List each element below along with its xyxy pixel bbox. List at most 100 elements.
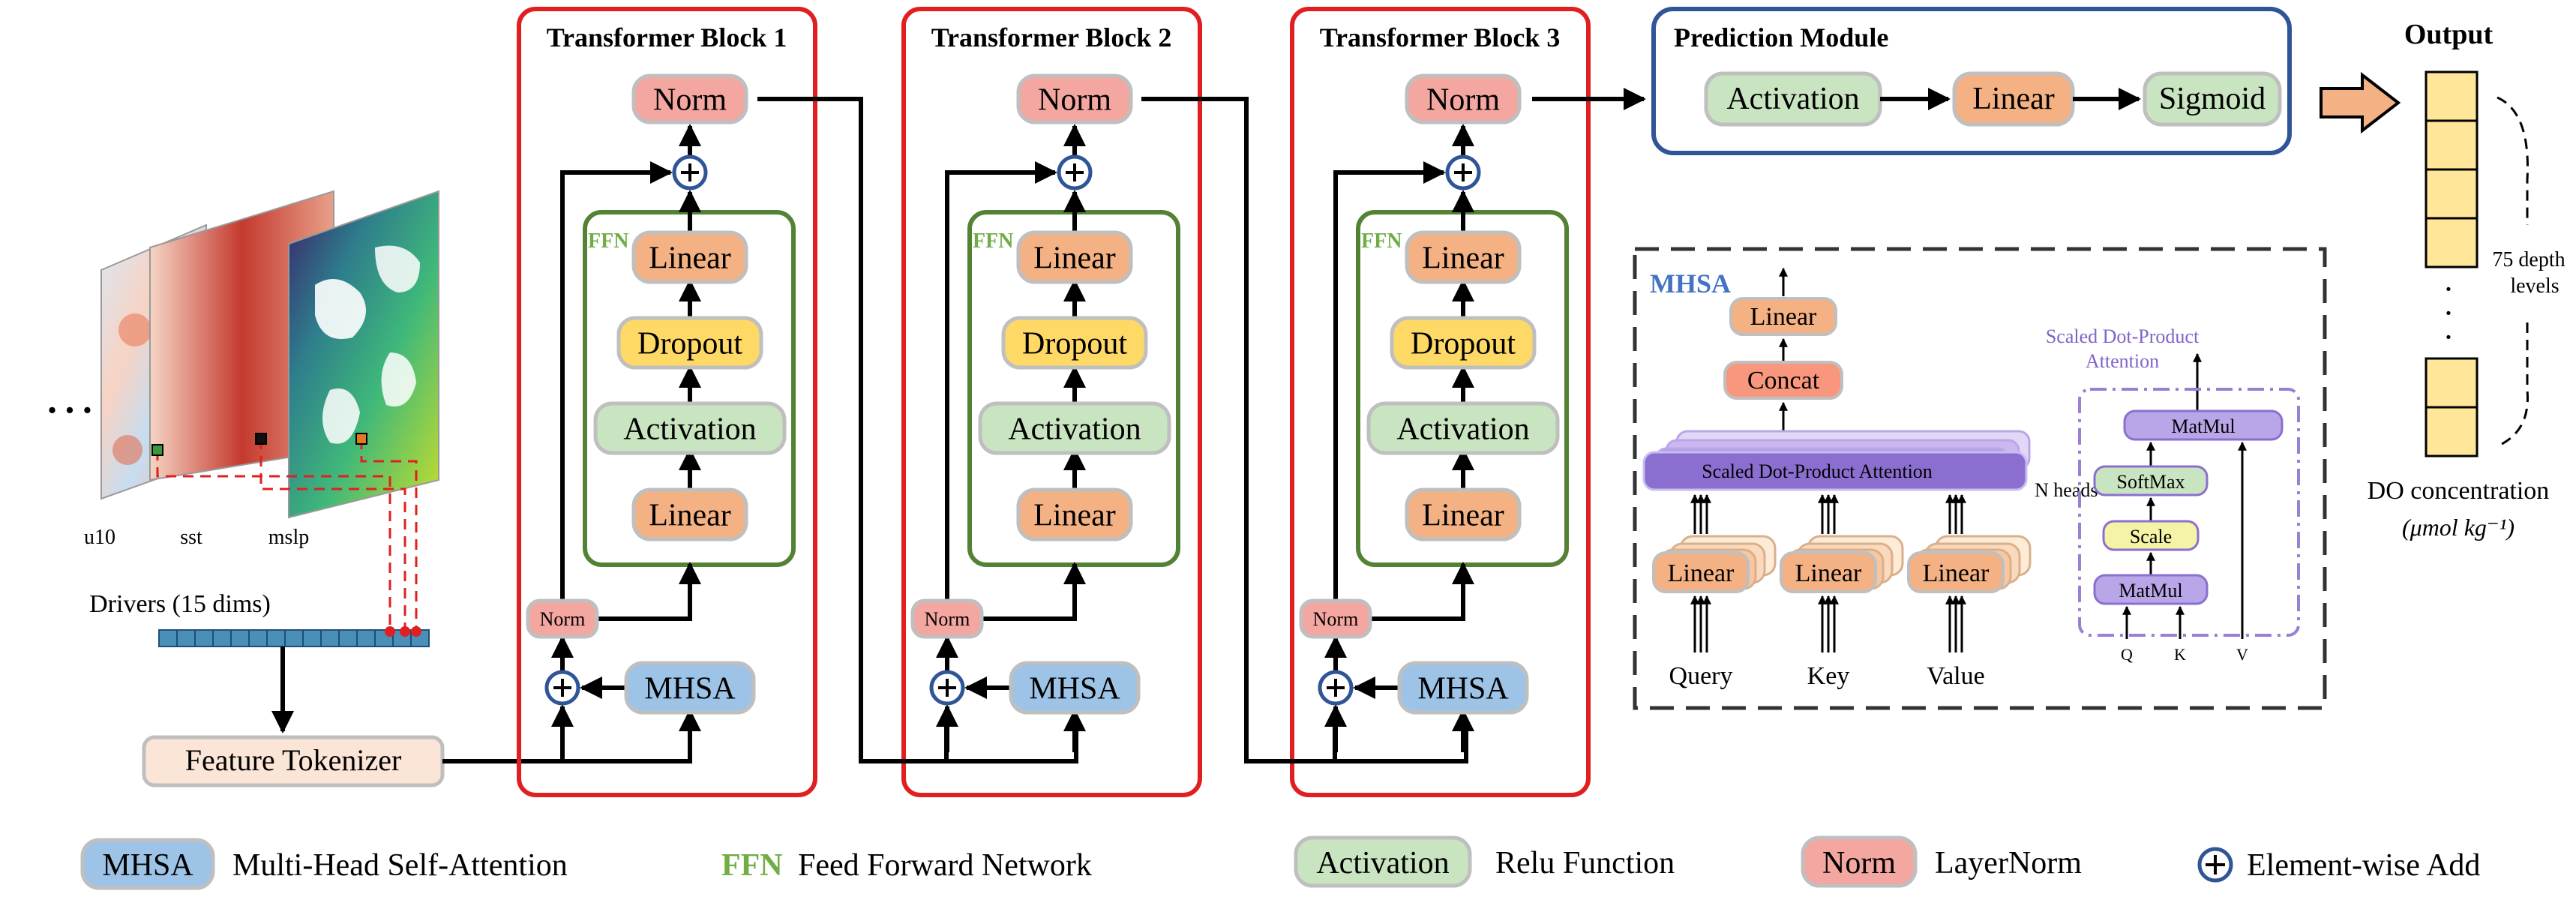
driver-cell bbox=[266, 629, 286, 647]
norm-top-3 bbox=[1405, 74, 1522, 124]
legend-ffn-desc: Feed Forward Network bbox=[798, 848, 1092, 883]
sample-point-sst bbox=[255, 433, 267, 445]
prediction-module: Prediction Module Activation Linear Sigm… bbox=[1651, 7, 2292, 155]
sdpa-matmul-top-label: MatMul bbox=[2171, 416, 2235, 437]
norm-small-3-label: Norm bbox=[1313, 608, 1359, 630]
linear-head-1: Linear bbox=[1652, 494, 1777, 652]
map-mslp bbox=[288, 190, 439, 519]
mhsa-key: Key bbox=[1807, 662, 1850, 690]
norm-top-2-label: Norm bbox=[1038, 83, 1111, 118]
depth-label-2: levels bbox=[2510, 274, 2559, 298]
ffn-linear-bottom-3 bbox=[1405, 488, 1522, 542]
mhsa-linear-top-label: Linear bbox=[1750, 303, 1817, 331]
norm-small-2-label: Norm bbox=[925, 608, 970, 630]
driver-sample-dot bbox=[400, 626, 410, 637]
norm-small-1-label: Norm bbox=[540, 608, 586, 630]
driver-cell bbox=[212, 629, 232, 647]
sdpa-scale-label: Scale bbox=[2130, 526, 2172, 548]
activation-3-label: Activation bbox=[1396, 412, 1529, 447]
mhsa-linear_q-label: Linear bbox=[1668, 560, 1735, 587]
input-section: … u10 sst mslp Drivers (15 di bbox=[43, 190, 445, 788]
ffn-tag-1: FFN bbox=[588, 230, 628, 253]
feature-tokenizer-label: Feature Tokenizer bbox=[185, 743, 402, 777]
legend-norm-tag: Norm bbox=[1822, 846, 1896, 880]
output-arrow bbox=[2320, 71, 2401, 134]
sdpa-matmul-top bbox=[2123, 410, 2284, 441]
output-cell bbox=[2425, 70, 2479, 122]
norm-small-3 bbox=[1299, 598, 1372, 639]
legend-mhsa-tag: MHSA bbox=[102, 848, 193, 883]
mhsa-panel-title: MHSA bbox=[1650, 268, 1731, 298]
mhsa-3-label: MHSA bbox=[1417, 672, 1509, 706]
driver-cell bbox=[176, 629, 196, 647]
output-cells-top bbox=[2425, 70, 2479, 268]
legend-add-icon bbox=[2197, 847, 2233, 883]
output-dot-2: · bbox=[2443, 295, 2455, 332]
sample-point-u10 bbox=[151, 444, 163, 456]
ffn-linear-top-1 bbox=[631, 230, 748, 284]
legend-activation-chip bbox=[1294, 836, 1472, 888]
ffn-linear-top-3 bbox=[1405, 230, 1522, 284]
ffn-linear-bottom-3-label: Linear bbox=[1422, 499, 1504, 533]
block-3-title: Transformer Block 3 bbox=[1320, 22, 1561, 52]
add-icon-2-bottom bbox=[929, 670, 965, 706]
norm-top-2 bbox=[1016, 74, 1133, 124]
legend-mhsa-chip bbox=[80, 838, 215, 890]
sdpa-detail-box bbox=[2078, 388, 2300, 637]
dropout-1 bbox=[616, 316, 763, 370]
output-cell bbox=[2425, 119, 2479, 171]
ellipsis: … bbox=[43, 367, 96, 424]
tokenizer-to-block1 bbox=[442, 718, 692, 764]
sdpa-scale bbox=[2102, 520, 2200, 551]
legend-add-desc: Element-wise Add bbox=[2247, 848, 2480, 883]
output-dot-1: · bbox=[2443, 271, 2455, 308]
inter-block-wires bbox=[757, 97, 1468, 764]
dropout-2 bbox=[1001, 316, 1148, 370]
activation-3 bbox=[1366, 401, 1560, 455]
mhsa-linear_k bbox=[1780, 551, 1877, 593]
linear-head-3: Linear bbox=[1907, 494, 2032, 652]
transformer-block-2: Transformer Block 2FFNMHSANormLinearActi… bbox=[901, 7, 1202, 797]
output-cell bbox=[2425, 217, 2479, 268]
dropout-3 bbox=[1390, 316, 1537, 370]
add-icon-2-top bbox=[1057, 154, 1093, 190]
ffn-linear-top-3-label: Linear bbox=[1422, 242, 1504, 276]
pred-sigmoid-label: Sigmoid bbox=[2159, 82, 2266, 116]
norm-small-2 bbox=[910, 598, 984, 639]
mhsa-linear_q bbox=[1652, 551, 1750, 593]
sdpa-matmul-bottom bbox=[2093, 574, 2209, 605]
mhsa-3 bbox=[1397, 661, 1529, 715]
mhsa-value: Value bbox=[1927, 662, 1984, 690]
activation-1-label: Activation bbox=[623, 412, 756, 447]
ffn-linear-top-2-label: Linear bbox=[1033, 242, 1116, 276]
activation-2 bbox=[978, 401, 1171, 455]
sample-lines bbox=[156, 439, 418, 628]
sdpa-v: V bbox=[2236, 645, 2248, 664]
sdpa-title-2: Attention bbox=[2086, 350, 2159, 372]
output-cell bbox=[2425, 357, 2479, 409]
mhsa-1 bbox=[624, 661, 756, 715]
driver-cell bbox=[302, 629, 322, 647]
mhsa-concat bbox=[1723, 361, 1843, 400]
map-label-sst: sst bbox=[180, 526, 202, 549]
dropout-1-label: Dropout bbox=[637, 327, 742, 362]
sdpa-q: Q bbox=[2121, 645, 2133, 664]
sdpa-matmul-bottom-label: MatMul bbox=[2119, 580, 2182, 602]
ffn-linear-bottom-1-label: Linear bbox=[649, 499, 731, 533]
add-icon-1-top bbox=[672, 154, 708, 190]
mhsa-1-label: MHSA bbox=[644, 672, 736, 706]
activation-1 bbox=[593, 401, 787, 455]
legend-activation-desc: Relu Function bbox=[1495, 846, 1675, 880]
ffn-linear-bottom-2-label: Linear bbox=[1033, 499, 1116, 533]
linear-head-2: Linear bbox=[1780, 494, 1904, 652]
pred-sigmoid bbox=[2143, 71, 2282, 127]
legend-activation-tag: Activation bbox=[1316, 846, 1449, 880]
block-2-title: Transformer Block 2 bbox=[931, 22, 1172, 52]
mhsa-panel: MHSA Linear Concat Scaled Dot-Product At… bbox=[1633, 247, 2327, 710]
mhsa-sdpa-label: Scaled Dot-Product Attention bbox=[1702, 460, 1933, 482]
legend-norm-chip bbox=[1801, 836, 1918, 888]
norm-top-3-label: Norm bbox=[1426, 83, 1500, 118]
transformer-block-3: Transformer Block 3FFNMHSANormLinearActi… bbox=[1290, 7, 1591, 797]
drivers-vector bbox=[158, 626, 430, 647]
